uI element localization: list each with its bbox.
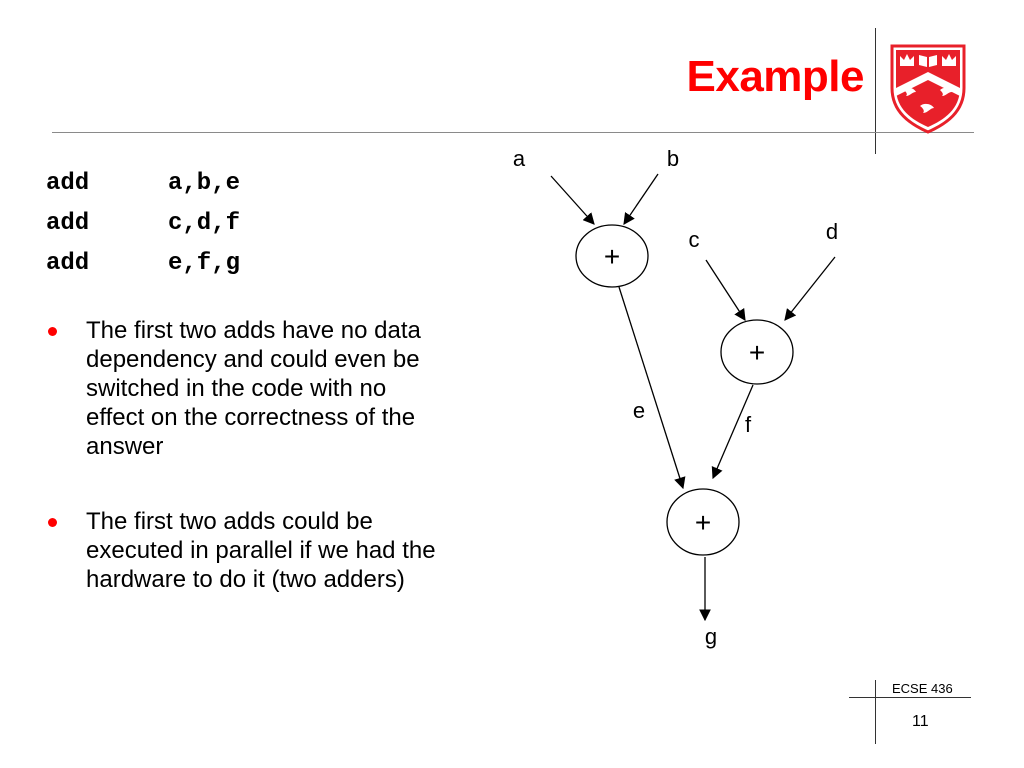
bullet-dot-icon	[48, 327, 57, 336]
adder-node-2: +	[720, 319, 794, 385]
label-a: a	[513, 146, 526, 171]
bullet-text: The first two adds could be executed in …	[86, 508, 436, 593]
adder-symbol: +	[749, 337, 765, 368]
edge-f-adder2-to-adder3	[711, 384, 754, 480]
label-c: c	[689, 227, 700, 252]
label-g: g	[705, 624, 717, 649]
code-args: e,f,g	[168, 250, 241, 277]
edge-b-to-adder1	[623, 173, 659, 225]
bullet-item: The first two adds could be executed in …	[48, 507, 448, 594]
edge-e-adder1-to-adder3	[618, 286, 686, 490]
code-line: add a,b,e	[46, 164, 240, 204]
label-f: f	[745, 412, 752, 437]
header-vertical-rule	[875, 28, 876, 154]
label-e: e	[633, 398, 645, 423]
code-line: add e,f,g	[46, 244, 240, 284]
bullet-text: The first two adds have no data dependen…	[86, 317, 421, 460]
code-line: add c,d,f	[46, 204, 240, 244]
bullet-list: The first two adds have no data dependen…	[48, 316, 448, 640]
footer-course-code: ECSE 436	[892, 681, 953, 696]
code-op: add	[46, 210, 90, 237]
label-d: d	[826, 219, 838, 244]
adder-symbol: +	[695, 507, 711, 538]
adder-node-1: +	[575, 224, 649, 288]
code-block: add a,b,e add c,d,f add e,f,g	[46, 164, 240, 284]
header-horizontal-rule	[52, 132, 974, 133]
adder-symbol: +	[604, 241, 620, 272]
footer-vertical-rule	[875, 680, 876, 744]
code-op: add	[46, 170, 90, 197]
footer-horizontal-rule	[849, 697, 971, 698]
code-args: a,b,e	[168, 170, 241, 197]
footer-page-number: 11	[912, 713, 929, 730]
code-args: c,d,f	[168, 210, 241, 237]
mcgill-shield-logo	[890, 44, 966, 134]
slide-title: Example	[686, 52, 865, 101]
bullet-dot-icon	[48, 518, 57, 527]
bullet-item: The first two adds have no data dependen…	[48, 316, 448, 461]
edge-d-to-adder2	[784, 256, 836, 321]
code-op: add	[46, 250, 90, 277]
edge-c-to-adder2	[705, 259, 746, 321]
edge-a-to-adder1	[550, 175, 595, 225]
adder-node-3: +	[666, 488, 740, 556]
label-b: b	[667, 146, 679, 171]
